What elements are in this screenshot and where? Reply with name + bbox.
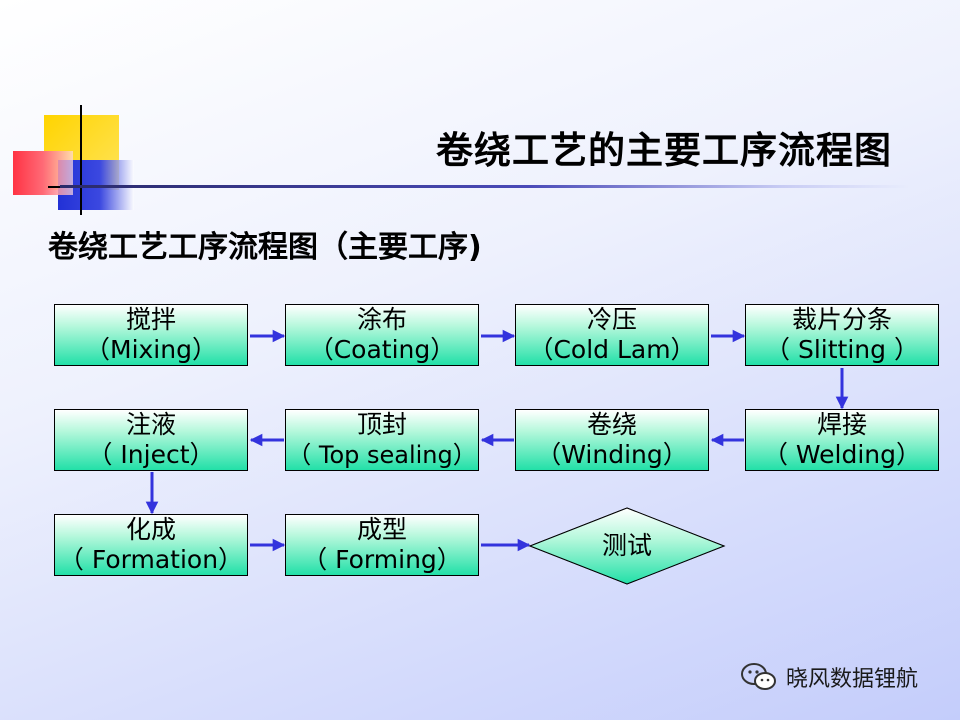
step-label-zh: 涂布 (356, 305, 407, 334)
step-label-zh: 裁片分条 (791, 305, 892, 334)
watermark: 晓风数据锂航 (740, 660, 918, 694)
step-label-en: （ Welding） (762, 440, 922, 469)
slide-subtitle: 卷绕工艺工序流程图（主要工序) (48, 230, 482, 265)
step-winding: 卷绕 （Winding） (515, 409, 709, 471)
step-label-en: （Cold Lam） (528, 335, 696, 364)
step-label-zh: 冷压 (586, 305, 637, 334)
step-label-zh: 化成 (125, 515, 176, 544)
step-cold-lam: 冷压 （Cold Lam） (515, 304, 709, 366)
step-label-en: （ Formation） (58, 545, 244, 574)
deco-vertical-line (80, 105, 82, 215)
step-label-zh: 注液 (125, 410, 176, 439)
step-label-en: （ Slitting ） (765, 335, 919, 364)
watermark-text: 晓风数据锂航 (786, 667, 919, 692)
step-label-en: （ Forming） (302, 545, 462, 574)
step-label-zh: 搅拌 (125, 305, 176, 334)
step-coating: 涂布 （Coating） (285, 304, 479, 366)
step-forming: 成型 （ Forming） (285, 514, 479, 576)
step-label-en: （ Top sealing） (287, 441, 477, 469)
step-label-zh: 卷绕 (586, 410, 637, 439)
step-label-en: （Coating） (308, 335, 456, 364)
step-formation: 化成 （ Formation） (54, 514, 248, 576)
slide-title: 卷绕工艺的主要工序流程图 (436, 129, 892, 172)
step-label-zh: 成型 (356, 515, 407, 544)
step-label-en: （ Inject） (87, 440, 215, 469)
test-step-label: 测试 (601, 531, 652, 560)
step-mixing: 搅拌 （Mixing） (54, 304, 248, 366)
title-underline (60, 185, 910, 188)
step-inject: 注液 （ Inject） (54, 409, 248, 471)
step-welding: 焊接 （ Welding） (745, 409, 939, 471)
step-label-en: （Winding） (536, 440, 688, 469)
wechat-icon (741, 663, 776, 690)
step-slitting: 裁片分条 （ Slitting ） (745, 304, 939, 366)
step-label-zh: 焊接 (816, 410, 867, 439)
step-top-sealing: 顶封 （ Top sealing） (285, 409, 479, 471)
step-label-zh: 顶封 (356, 410, 407, 439)
step-label-en: （Mixing） (85, 335, 217, 364)
